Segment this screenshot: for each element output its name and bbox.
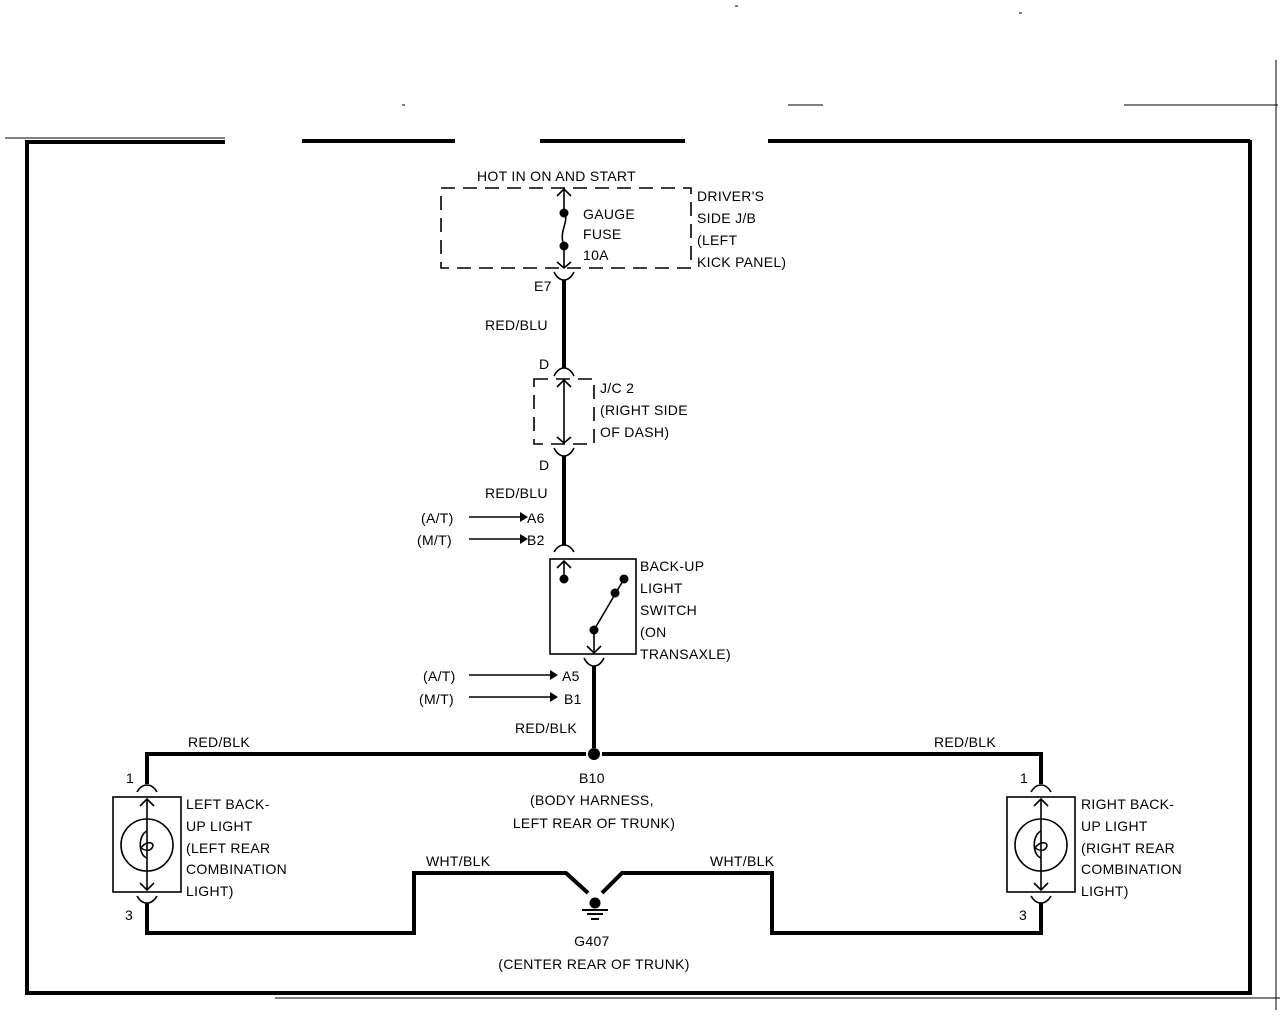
right-lamp-label: RIGHT BACK- UP LIGHT (RIGHT REAR COMBINA… xyxy=(1081,796,1186,899)
connector-d-bottom-label: D xyxy=(539,457,549,473)
connector-e7-symbol xyxy=(553,271,575,281)
left-lamp-label: LEFT BACK- UP LIGHT (LEFT REAR COMBINATI… xyxy=(186,796,291,899)
pin-a5-label: A5 xyxy=(562,668,580,684)
page-frame xyxy=(5,5,1280,1010)
switch-output-connector xyxy=(583,657,605,667)
connector-e7-label: E7 xyxy=(534,278,552,294)
connector-d-bottom-symbol xyxy=(553,447,575,457)
switch-label: BACK-UP LIGHT SWITCH (ON TRANSAXLE) xyxy=(640,558,731,662)
pin-b1-label: B1 xyxy=(564,691,582,707)
wire-wht-blk-left xyxy=(145,871,590,935)
left-back-up-light: 1 3 LEFT BACK- UP LIGHT (LEFT REAR COMBI… xyxy=(112,770,291,923)
junction-block-label: DRIVER'S SIDE J/B (LEFT KICK PANEL) xyxy=(697,188,786,270)
right-back-up-light: 1 3 RIGHT BACK- UP LIGHT (RIGHT REAR COM… xyxy=(1006,770,1186,923)
wire-label-red-blu-lower: RED/BLU xyxy=(485,485,548,501)
left-lamp-pin-3: 3 xyxy=(125,907,133,923)
pin-a6-label: A6 xyxy=(527,510,545,526)
junction-connector-jc2: J/C 2 (RIGHT SIDE OF DASH) xyxy=(533,378,692,445)
mt-tag-top: (M/T) xyxy=(417,532,452,548)
right-lamp-pin-1: 1 xyxy=(1020,770,1028,786)
mt-tag-bottom: (M/T) xyxy=(419,691,454,707)
splice-b10: B10 (BODY HARNESS, LEFT REAR OF TRUNK) xyxy=(145,748,1043,831)
ground-icon xyxy=(589,897,601,909)
wire-label-red-blk-center: RED/BLK xyxy=(515,720,577,736)
connector-d-top-label: D xyxy=(539,356,549,372)
wire-wht-blk-right xyxy=(600,871,1043,935)
pin-b2-label: B2 xyxy=(527,532,545,548)
splice-dot xyxy=(588,748,600,760)
ground-label: G407 (CENTER REAR OF TRUNK) xyxy=(498,933,689,972)
right-lamp-pin-3: 3 xyxy=(1019,907,1027,923)
wire-label-wht-blk-right: WHT/BLK xyxy=(710,853,775,869)
gauge-fuse: GAUGE FUSE 10A xyxy=(556,187,639,270)
wire-label-red-blk-left: RED/BLK xyxy=(188,734,250,750)
switch-input-pins: (A/T) A6 (M/T) B2 xyxy=(417,510,545,548)
at-tag-top: (A/T) xyxy=(421,510,454,526)
junction-block-outline xyxy=(440,187,692,269)
switch-input-connector xyxy=(553,544,575,553)
splice-label: B10 (BODY HARNESS, LEFT REAR OF TRUNK) xyxy=(513,770,675,831)
jc2-label: J/C 2 (RIGHT SIDE OF DASH) xyxy=(600,380,692,440)
fuse-label: GAUGE FUSE 10A xyxy=(583,206,639,263)
switch-output-pins: (A/T) A5 (M/T) B1 xyxy=(419,668,582,707)
wire-label-wht-blk-left: WHT/BLK xyxy=(426,853,491,869)
ground-g407: G407 (CENTER REAR OF TRUNK) xyxy=(498,897,689,972)
power-source-label: HOT IN ON AND START xyxy=(477,168,636,184)
at-tag-bottom: (A/T) xyxy=(423,668,456,684)
left-lamp-pin-1: 1 xyxy=(126,770,134,786)
back-up-light-switch: BACK-UP LIGHT SWITCH (ON TRANSAXLE) xyxy=(549,558,731,662)
connector-d-top-symbol xyxy=(553,367,575,377)
wire-label-red-blk-right: RED/BLK xyxy=(934,734,996,750)
junction-block: DRIVER'S SIDE J/B (LEFT KICK PANEL) xyxy=(440,187,786,270)
wire-label-red-blu-upper: RED/BLU xyxy=(485,317,548,333)
